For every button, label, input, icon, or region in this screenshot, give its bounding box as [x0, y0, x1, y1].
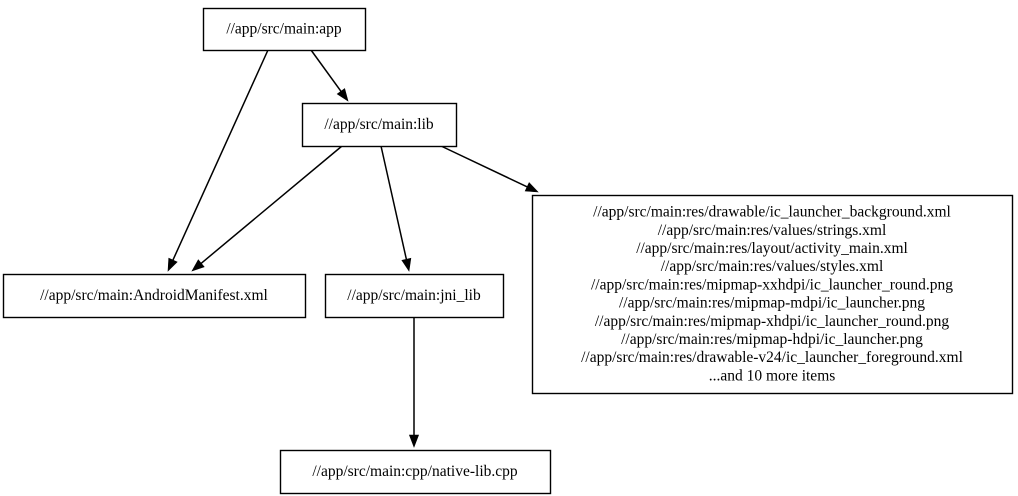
- node-lib[interactable]: //app/src/main:lib: [301, 102, 458, 148]
- node-native-lib-cpp[interactable]: //app/src/main:cpp/native-lib.cpp: [279, 449, 552, 495]
- node-label-line: //app/src/main:AndroidManifest.xml: [40, 287, 268, 304]
- nodes-layer: //app/src/main:app //app/src/main:lib //ap…: [2, 7, 1014, 495]
- node-label-line: //app/src/main:res/mipmap-xxhdpi/ic_laun…: [591, 276, 953, 293]
- node-label-line: //app/src/main:res/mipmap-xhdpi/ic_launc…: [595, 313, 950, 330]
- node-label-line: //app/src/main:res/values/strings.xml: [658, 222, 887, 239]
- edge-jni-lib-to-native-lib: [408, 317, 420, 448]
- edge-app-to-lib: [310, 49, 349, 102]
- node-label-line: //app/src/main:jni_lib: [347, 287, 481, 304]
- node-jni-lib[interactable]: //app/src/main:jni_lib: [324, 273, 505, 319]
- node-label: //app/src/main:AndroidManifest.xml: [40, 287, 268, 304]
- node-label-line: //app/src/main:res/mipmap-mdpi/ic_launch…: [619, 295, 925, 312]
- node-label-line: //app/src/main:res/mipmap-hdpi/ic_launch…: [621, 331, 923, 348]
- node-label-line: //app/src/main:lib: [324, 116, 434, 133]
- node-label: //app/src/main:jni_lib: [347, 287, 481, 304]
- node-label: //app/src/main:app: [226, 21, 342, 38]
- node-label-line: ...and 10 more items: [709, 367, 836, 384]
- edge-lib-to-resources: [440, 145, 539, 193]
- node-label-line: //app/src/main:res/values/styles.xml: [661, 258, 884, 275]
- edge-lib-to-jni-lib: [380, 145, 412, 272]
- node-resources[interactable]: //app/src/main:res/drawable/ic_launcher_…: [531, 194, 1014, 395]
- edges-layer: [167, 49, 539, 448]
- node-android-manifest[interactable]: //app/src/main:AndroidManifest.xml: [2, 273, 307, 319]
- node-app[interactable]: //app/src/main:app: [202, 7, 367, 52]
- edge-app-to-manifest: [167, 49, 269, 272]
- node-label: //app/src/main:res/drawable/ic_launcher_…: [581, 204, 963, 385]
- node-label-line: //app/src/main:res/drawable-v24/ic_launc…: [581, 349, 963, 366]
- node-label-line: //app/src/main:res/drawable/ic_launcher_…: [593, 204, 951, 221]
- node-label: //app/src/main:cpp/native-lib.cpp: [312, 463, 518, 480]
- edge-lib-to-manifest: [191, 145, 343, 272]
- node-label-line: //app/src/main:app: [226, 21, 342, 38]
- node-label-line: //app/src/main:res/layout/activity_main.…: [636, 240, 908, 257]
- node-label: //app/src/main:lib: [324, 116, 434, 133]
- node-label-line: //app/src/main:cpp/native-lib.cpp: [312, 463, 518, 480]
